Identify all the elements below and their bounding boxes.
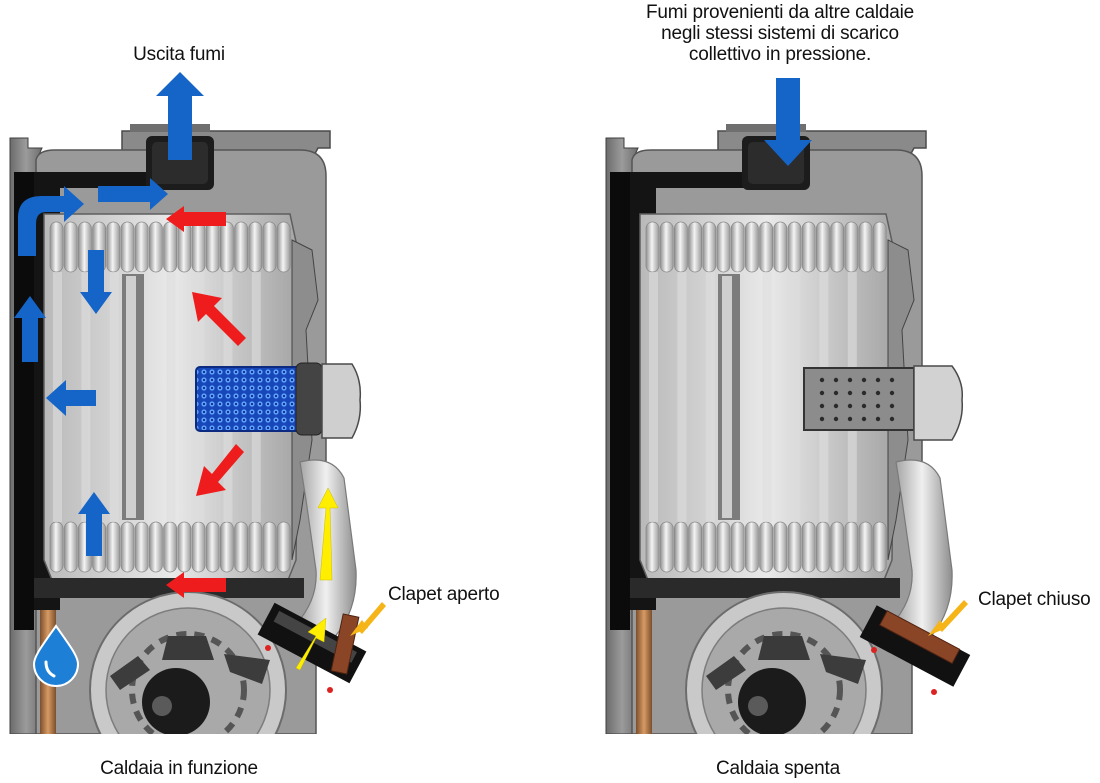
pointer-arrows	[350, 600, 968, 636]
water-drop-icon	[32, 624, 80, 687]
boiler-off	[596, 124, 971, 778]
right-top-label: Fumi provenienti da altre caldaie negli …	[646, 2, 914, 65]
burner-hole	[889, 416, 895, 422]
burner-hole	[889, 377, 895, 383]
burner-hole	[833, 403, 839, 409]
right-caption: Caldaia spenta	[716, 758, 840, 779]
burner-hole	[875, 390, 881, 396]
right-top-line-2: negli stessi sistemi di scarico	[661, 23, 899, 44]
burner-hole	[847, 416, 853, 422]
burner-hole	[819, 416, 825, 422]
burner-off	[803, 365, 964, 441]
air-intake-arrows	[295, 487, 339, 671]
burner-hole	[833, 390, 839, 396]
right-top-line-3: collettivo in pressione.	[688, 44, 872, 65]
left-clapet-label: Clapet aperto	[388, 584, 500, 605]
burner-hole	[847, 377, 853, 383]
burner-hole	[847, 390, 853, 396]
right-top-line-1: Fumi provenienti da altre caldaie	[646, 2, 914, 23]
flue-gas-arrows	[14, 72, 204, 556]
burner-hole	[833, 416, 839, 422]
up-arrow-icon	[156, 72, 204, 160]
down-arrow-icon	[764, 78, 812, 166]
burner	[195, 362, 362, 439]
burner-hole	[875, 377, 881, 383]
burner-hole	[861, 403, 867, 409]
burner-hole	[847, 403, 853, 409]
burner-hole	[889, 403, 895, 409]
burner-hole	[819, 377, 825, 383]
burner-hole	[819, 390, 825, 396]
burner-hole	[861, 416, 867, 422]
clapet-closed	[859, 605, 971, 695]
right-clapet-label: Clapet chiuso	[978, 589, 1091, 610]
left-caption: Caldaia in funzione	[100, 758, 258, 779]
burner-hole	[861, 390, 867, 396]
burner-hole	[875, 416, 881, 422]
burner-hole	[861, 377, 867, 383]
hot-gas-arrows	[166, 206, 246, 598]
left-top-label: Uscita fumi	[133, 44, 225, 65]
burner-hole	[889, 390, 895, 396]
burner-hole	[833, 377, 839, 383]
burner-hole	[819, 403, 825, 409]
burner-hole	[875, 403, 881, 409]
